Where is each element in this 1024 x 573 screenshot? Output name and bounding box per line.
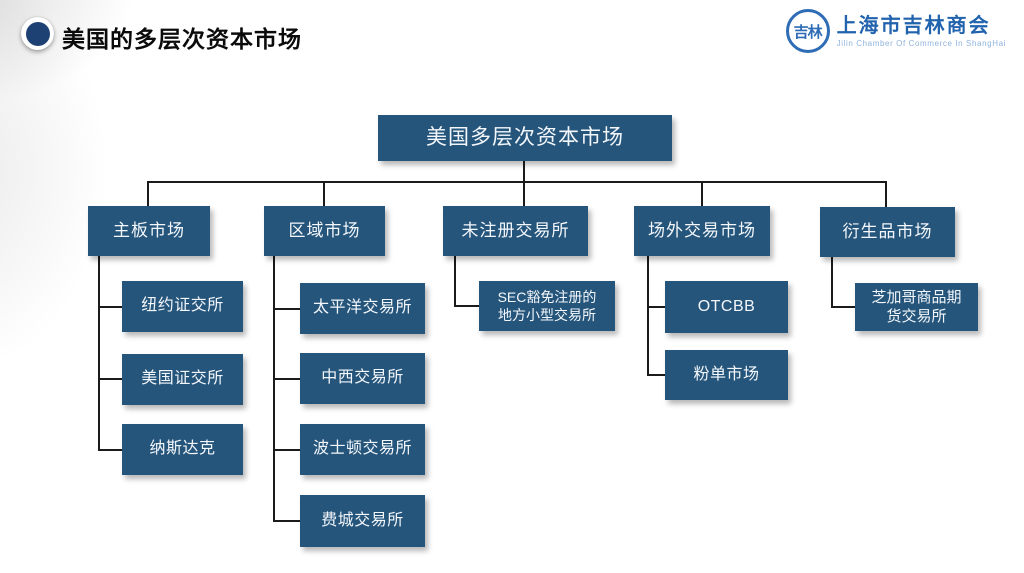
connector-line — [831, 257, 833, 308]
connector-line — [98, 306, 122, 308]
connector-line — [273, 520, 300, 522]
node-root: 美国多层次资本市场 — [378, 115, 672, 161]
node-nasdaq: 纳斯达克 — [122, 424, 243, 475]
connector-line — [885, 181, 887, 207]
node-nyse: 纽约证交所 — [122, 281, 243, 332]
connector-line — [454, 305, 479, 307]
connector-line — [647, 256, 649, 376]
node-pink-sheets: 粉单市场 — [665, 350, 788, 400]
connector-line — [273, 308, 300, 310]
connector-line — [647, 374, 665, 376]
connector-line — [273, 378, 300, 380]
connector-line — [98, 449, 122, 451]
jilin-seal-icon: 吉林 — [785, 9, 830, 53]
node-unregistered-exchanges: 未注册交易所 — [443, 206, 588, 256]
node-cme: 芝加哥商品期货交易所 — [855, 283, 978, 331]
connector-line — [647, 306, 665, 308]
node-midwest-exchange: 中西交易所 — [300, 353, 425, 404]
logo-org-name-en: Jilin Chamber Of Commerce In ShangHai — [836, 38, 1006, 48]
node-derivatives-market: 衍生品市场 — [820, 207, 955, 257]
node-main-board-market: 主板市场 — [88, 206, 210, 256]
connector-line — [273, 449, 300, 451]
connector-line — [98, 378, 122, 380]
node-amex: 美国证交所 — [122, 354, 243, 405]
node-philadelphia-exchange: 费城交易所 — [300, 495, 425, 547]
connector-line — [831, 306, 855, 308]
connector-line — [701, 181, 703, 206]
connector-line — [273, 256, 275, 522]
connector-line — [147, 181, 887, 183]
logo-org-name: 上海市吉林商会 — [836, 14, 991, 37]
connector-line — [323, 181, 325, 206]
node-otcbb: OTCBB — [665, 281, 788, 333]
jilin-chamber-logo: 吉林 上海市吉林商会 Jilin Chamber Of Commerce In … — [785, 9, 1006, 53]
node-pacific-exchange: 太平洋交易所 — [300, 283, 425, 334]
node-regional-market: 区域市场 — [264, 206, 385, 256]
node-boston-exchange: 波士顿交易所 — [300, 424, 425, 475]
node-sec-exempt-exchanges: SEC豁免注册的地方小型交易所 — [479, 281, 615, 331]
connector-line — [98, 256, 100, 451]
connector-line — [147, 181, 149, 206]
connector-line — [454, 256, 456, 307]
slide-title: 美国的多层次资本市场 — [62, 26, 302, 52]
title-bullet-icon — [21, 17, 54, 50]
node-otc-market: 场外交易市场 — [634, 206, 770, 256]
connector-line — [523, 161, 525, 206]
